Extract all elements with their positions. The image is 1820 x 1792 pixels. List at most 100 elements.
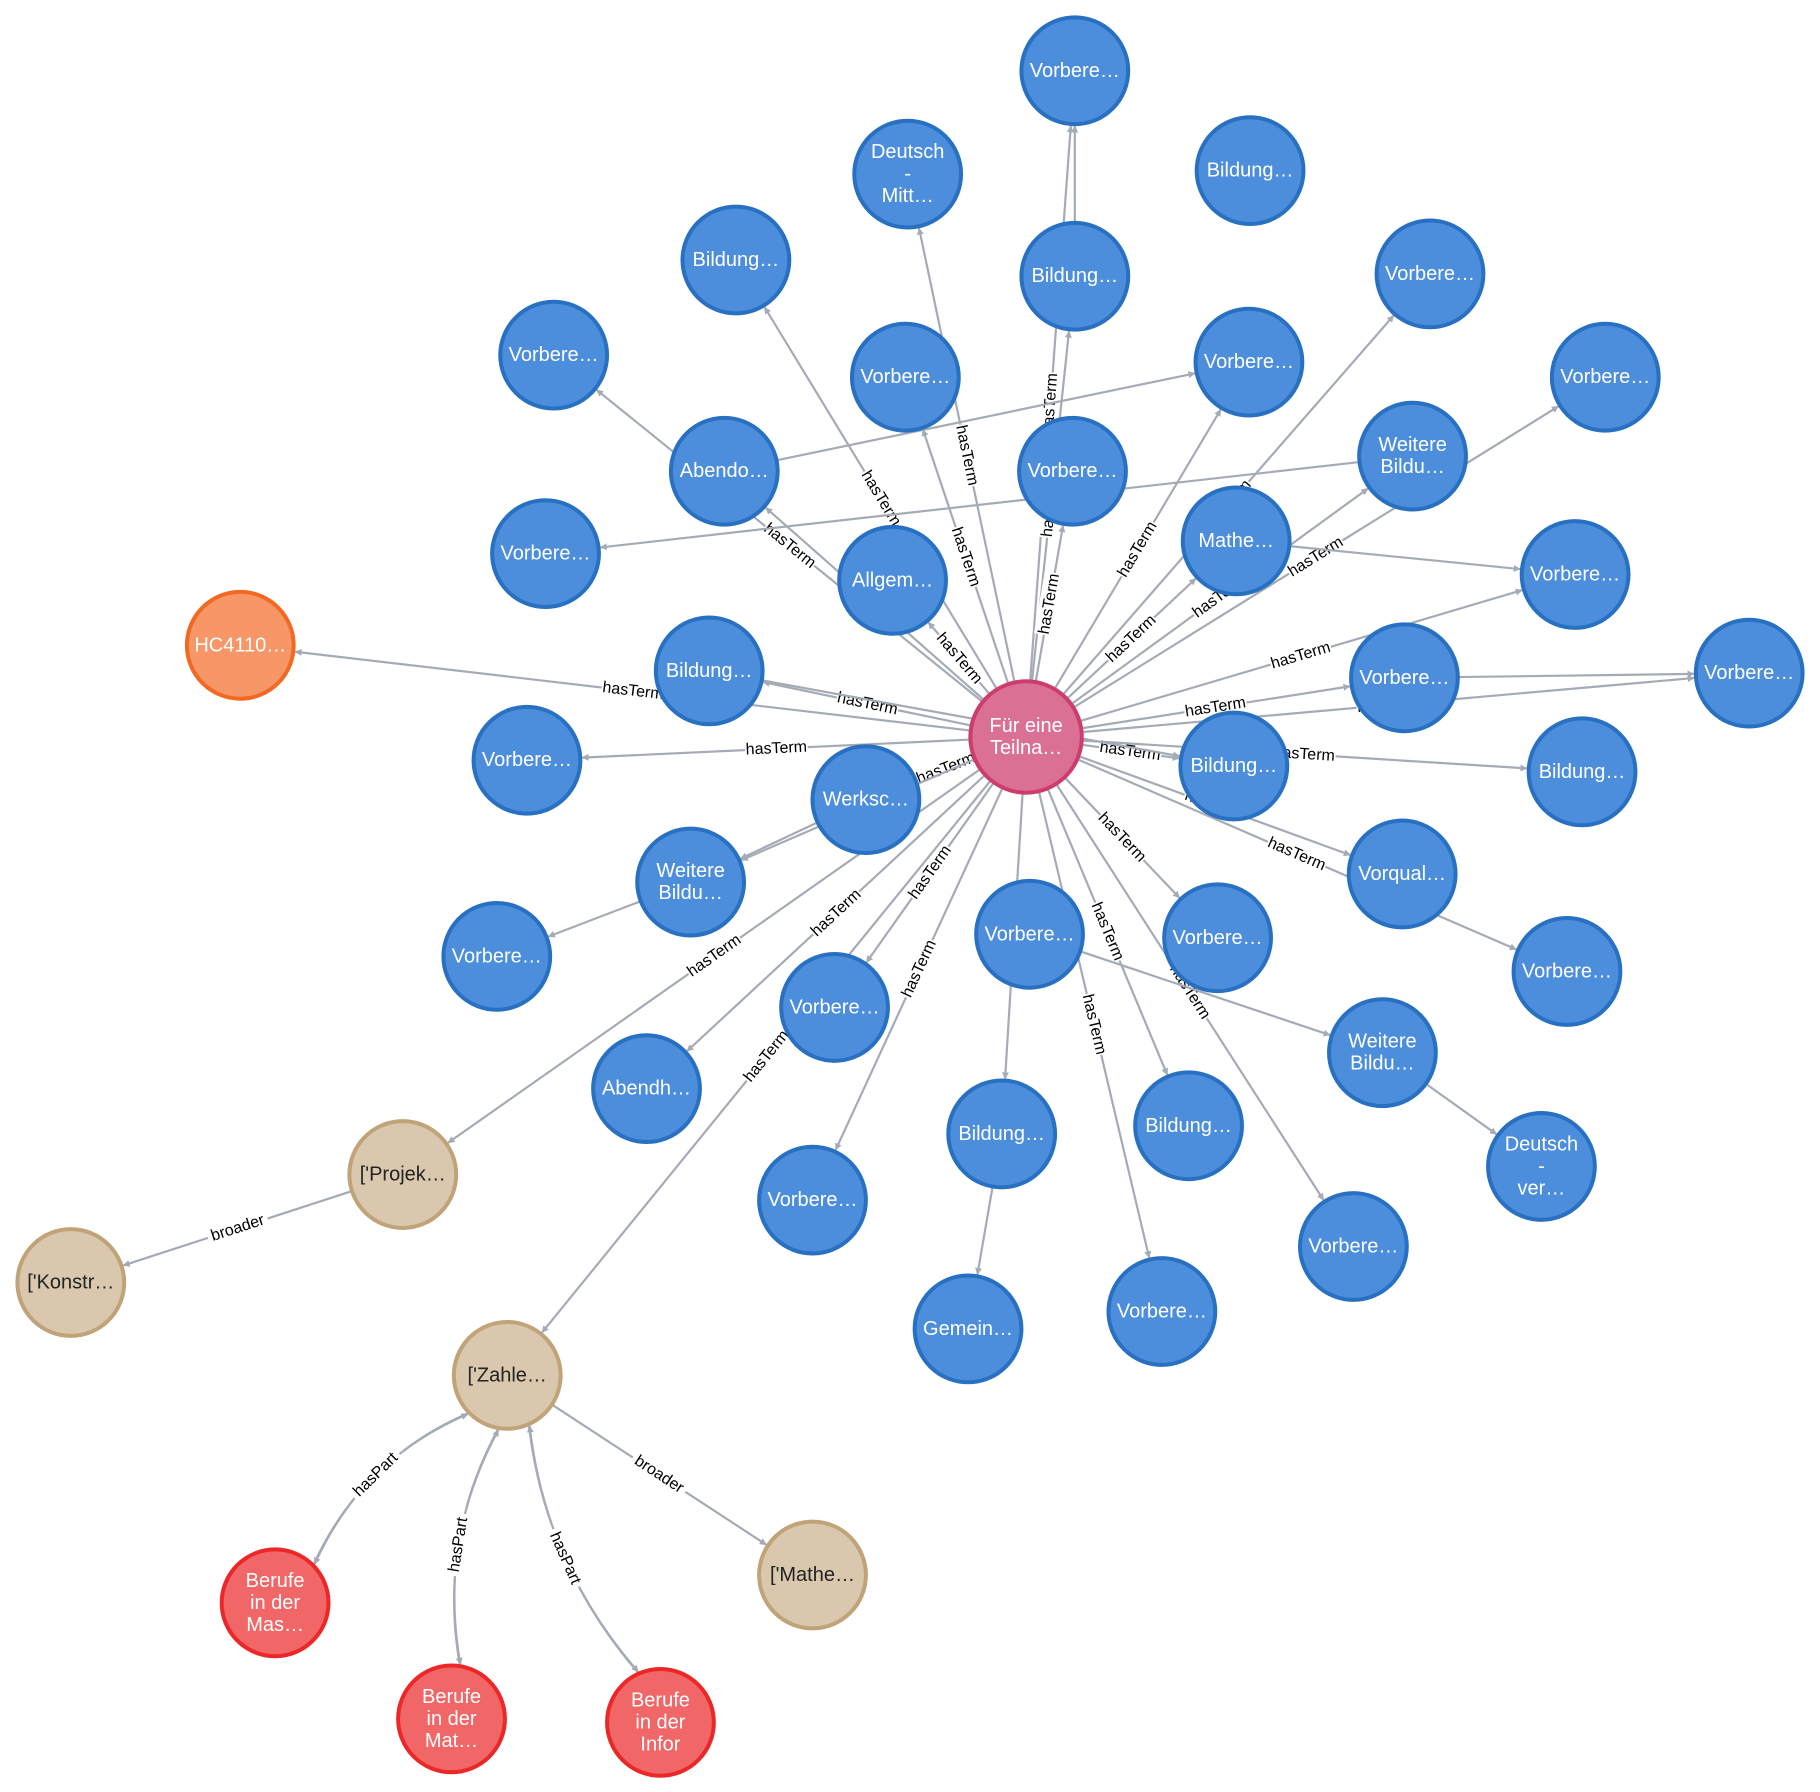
node-circle[interactable] [471,704,583,816]
node-circle[interactable] [591,1033,702,1145]
edge-line[interactable] [1457,670,1695,679]
edge-t24-t26[interactable] [740,821,819,860]
node-circle[interactable] [1346,818,1458,930]
edge-t19-t20[interactable] [1457,670,1695,679]
node-t26[interactable]: WeitereBildu… [635,826,747,938]
edge-center-code[interactable]: hasTerm [294,648,971,732]
edge-berufe1-zahle[interactable]: hasPart [312,1413,469,1566]
node-circle[interactable] [1019,15,1131,127]
node-t38[interactable]: Vorbere… [1298,1191,1409,1302]
node-zahle[interactable]: ['Zahle… [451,1319,563,1431]
node-circle[interactable] [1357,400,1468,512]
node-circle[interactable] [441,900,553,1012]
node-t33[interactable]: Abendh… [591,1033,702,1145]
node-circle[interactable] [653,615,765,727]
node-circle[interactable] [451,1319,563,1431]
node-circle[interactable] [347,1119,459,1230]
node-circle[interactable] [1298,1191,1409,1302]
edge-line[interactable] [1425,1082,1498,1136]
edge-line[interactable] [599,460,1360,551]
node-t24[interactable]: Werksc… [810,744,922,856]
node-circle[interactable] [852,118,964,230]
edge-line[interactable] [527,1424,639,1673]
node-circle[interactable] [837,524,948,636]
node-t31[interactable]: Vorbere… [779,952,890,1063]
node-projek[interactable]: ['Projek… [347,1119,459,1230]
edge-zahle-mathe_c[interactable]: broader [551,1403,767,1546]
node-t17[interactable]: Allgem… [837,524,948,636]
edge-line[interactable] [1079,950,1331,1037]
node-t5[interactable]: Bildung… [1194,115,1306,227]
edge-t11-t10[interactable] [776,371,1196,462]
node-t19[interactable]: Vorbere… [1349,622,1460,734]
node-t6[interactable]: Vorbere… [1374,218,1486,330]
node-circle[interactable] [498,299,610,411]
node-t34[interactable]: Bildung… [1133,1070,1244,1182]
node-circle[interactable] [1526,716,1638,828]
edge-t18-t21[interactable] [761,679,1181,759]
node-t4[interactable]: Bildung… [1019,220,1131,332]
node-t35[interactable]: Bildung… [946,1078,1058,1190]
node-circle[interactable] [1193,306,1305,418]
node-circle[interactable] [757,1144,868,1256]
node-circle[interactable] [1017,415,1128,527]
node-t27[interactable]: Vorbere… [441,900,553,1012]
node-t3[interactable]: Bildung… [680,204,792,316]
node-t32[interactable]: WeitereBildu… [1327,997,1438,1109]
node-t2[interactable]: Deutsch-Mitt… [852,118,964,230]
node-circle[interactable] [1162,882,1273,994]
edge-t26-t27[interactable] [547,900,642,938]
node-circle[interactable] [396,1663,507,1775]
node-t40[interactable]: Vorbere… [1106,1256,1218,1367]
node-t28[interactable]: Vorbere… [1511,916,1623,1027]
node-t25[interactable]: Vorqual… [1346,818,1458,930]
edge-zahle-berufe3[interactable]: isPartOf [527,1424,639,1673]
node-circle[interactable] [680,204,792,316]
node-t13[interactable]: WeitereBildu… [1357,400,1468,512]
edge-berufe3-zahle[interactable]: hasPart [526,1425,640,1675]
node-circle[interactable] [490,498,601,610]
node-circle[interactable] [779,952,890,1063]
node-t37[interactable]: Vorbere… [757,1144,868,1256]
edge-line[interactable] [776,371,1196,462]
node-mathe_c[interactable]: ['Mathe… [757,1519,868,1631]
edge-zahle-berufe1[interactable]: isPartOf [313,1411,470,1565]
node-circle[interactable] [1180,485,1292,597]
node-circle[interactable] [849,321,961,433]
edge-t35-t39[interactable] [975,1186,994,1276]
node-t30[interactable]: Vorbere… [1162,882,1273,994]
node-t1[interactable]: Vorbere… [1019,15,1131,127]
node-circle[interactable] [184,589,296,701]
node-circle[interactable] [1511,916,1623,1027]
node-circle[interactable] [668,415,780,527]
edge-line[interactable] [1289,545,1521,572]
edge-center-t12[interactable]: hasTerm [1034,525,1066,683]
node-t8[interactable]: Vorbere… [849,321,961,433]
edge-t14-t15[interactable] [1289,545,1521,572]
edge-line[interactable] [526,1425,640,1675]
node-circle[interactable] [605,1666,716,1778]
node-circle[interactable] [1549,321,1661,433]
node-t22[interactable]: Vorbere… [471,704,583,816]
node-circle[interactable] [1019,220,1131,332]
node-circle[interactable] [1106,1256,1218,1367]
node-circle[interactable] [810,744,922,856]
node-circle[interactable] [1194,115,1306,227]
node-circle[interactable] [974,878,1085,990]
node-t39[interactable]: Gemein… [912,1273,1024,1385]
node-circle[interactable] [912,1273,1024,1385]
node-t18[interactable]: Bildung… [653,615,765,727]
edge-berufe2-zahle[interactable]: hasPart [443,1429,500,1667]
edge-center-t40[interactable]: hasTerm [1037,790,1152,1259]
edge-line[interactable] [975,1186,994,1276]
edge-line[interactable] [761,679,1181,759]
node-t11[interactable]: Abendo… [668,415,780,527]
edge-t13-t16[interactable] [599,460,1360,551]
node-t21[interactable]: Bildung… [1178,710,1290,822]
edge-line[interactable] [740,821,819,860]
node-t7[interactable]: Vorbere… [1549,321,1661,433]
node-circle[interactable] [968,679,1084,795]
node-t23[interactable]: Bildung… [1526,716,1638,828]
